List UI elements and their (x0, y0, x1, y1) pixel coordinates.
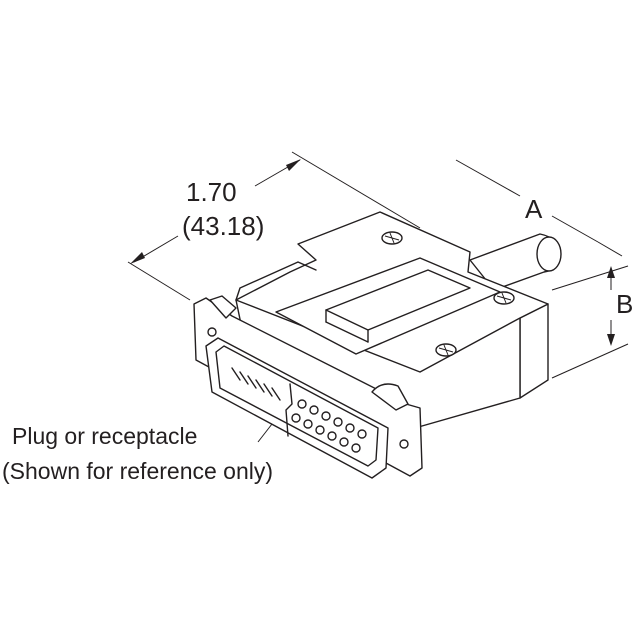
dimension-a-line-right (551, 215, 599, 243)
cable-end (536, 236, 562, 272)
arrowhead-b-bottom (607, 334, 615, 346)
extension-line-b-top (551, 265, 629, 291)
flange-tab-left (209, 295, 237, 319)
screw-front (435, 343, 457, 357)
callout-line-1: Plug or receptacle (12, 423, 197, 449)
flange-tab-right (371, 383, 409, 411)
callout-line-2: (Shown for reference only) (2, 458, 273, 484)
dimension-a-label: A (525, 194, 543, 224)
screw-top (381, 231, 403, 245)
housing-step-edge (235, 261, 317, 301)
break-line (285, 383, 293, 437)
cable (469, 233, 562, 291)
d-sub-shell (205, 337, 389, 479)
extension-line-right (291, 151, 421, 229)
extension-line-a (597, 241, 623, 257)
length-mm-label: (43.18) (182, 211, 264, 241)
d-sub-inner (215, 345, 379, 467)
screw-right (493, 291, 515, 305)
arrowhead-left (130, 252, 145, 264)
flange-hole-left (207, 327, 217, 337)
arrowhead-right (286, 159, 301, 171)
dimension-b: B (551, 265, 633, 379)
callout: Plug or receptacle (Shown for reference … (2, 423, 273, 484)
arrowhead-b-top (607, 266, 615, 278)
length-dimension: 1.70 (43.18) (127, 151, 421, 301)
extension-line-b-bottom (551, 343, 629, 379)
dimension-b-label: B (616, 289, 633, 319)
socket-row-bottom (291, 413, 361, 453)
dimension-a-line-left (455, 159, 521, 197)
clamp-window (325, 269, 471, 331)
length-inches-label: 1.70 (186, 177, 237, 207)
flange-hole-right (399, 439, 409, 449)
backshell-housing (235, 211, 549, 431)
housing-side-face (519, 303, 549, 399)
dimension-a: A (455, 159, 623, 257)
extension-line-left (127, 261, 191, 301)
pin-row (231, 367, 281, 401)
callout-leader (257, 423, 273, 443)
socket-row-top (297, 399, 367, 439)
